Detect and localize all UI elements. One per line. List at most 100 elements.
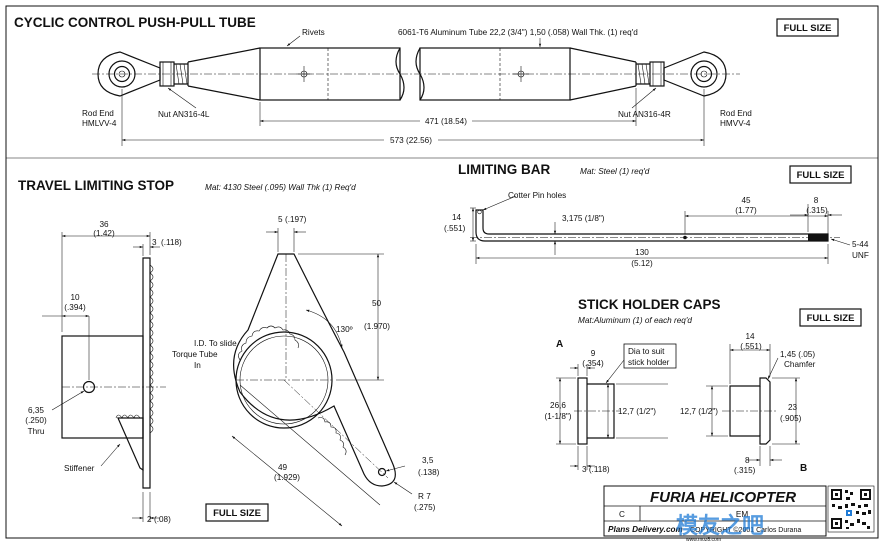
dim-r7: R 7 [418, 492, 431, 501]
stiffener [117, 417, 144, 472]
cap-b-dim-127: 12,7 (1/2") [680, 407, 718, 416]
cap-a-dim-9-in: (.354) [582, 359, 604, 368]
cap-b-dim-8: 8 [745, 456, 750, 465]
thread-label: 5-44 [852, 240, 869, 249]
dim-5: 5 [278, 215, 283, 224]
dim-10: 10 [70, 293, 80, 302]
nut-right-label: Nut AN316-4R [618, 110, 671, 119]
limiting-bar-section: LIMITING BAR Mat: Steel (1) req'd FULL S… [444, 162, 869, 268]
cap-b-dim-145: 1,45 (.05) [780, 350, 815, 359]
caps-material: Mat:Aluminum (1) of each req'd [578, 316, 692, 325]
cap-a-dim-9: 9 [591, 349, 596, 358]
caps-full-size-box [799, 308, 862, 327]
travel-stop-material: Mat: 4130 Steel (.095) Wall Thk (1) Req'… [205, 183, 356, 192]
id-label-1: I.D. To slide [194, 339, 237, 348]
dim-471: 471 (18.54) [425, 117, 467, 126]
title-block: FURIA HELICOPTER C EM Plans Delivery.com… [603, 485, 827, 543]
push-pull-title: CYCLIC CONTROL PUSH-PULL TUBE [14, 15, 256, 30]
dim-2: 2 [147, 515, 152, 524]
dim-2-in: (.08) [154, 515, 171, 524]
cotter-pin-label: Cotter Pin holes [508, 191, 566, 200]
cap-a-dim-127: 12,7 (1/2") [618, 407, 656, 416]
travel-stop-side-view [61, 257, 166, 489]
limiting-bar-title: LIMITING BAR [458, 162, 550, 177]
id-label-2: Torque Tube [172, 350, 218, 359]
dim-50-in: (1.970) [364, 322, 390, 331]
dim-36: 36 [99, 220, 109, 229]
travel-stop-full-size-label: FULL SIZE [213, 508, 261, 519]
dim-14-bar-in: (.551) [444, 224, 466, 233]
watermark-url: www.moz8.com [686, 537, 721, 543]
limiting-bar-rod [475, 209, 829, 242]
angle-130: 130º [336, 325, 353, 334]
travel-stop-section: TRAVEL LIMITING STOP Mat: 4130 Steel (.0… [18, 178, 440, 527]
cap-a [574, 377, 620, 445]
stiffener-label: Stiffener [64, 464, 95, 473]
cap-b-dim-14: 14 [745, 332, 755, 341]
dim-14-bar: 14 [452, 213, 462, 222]
thru-label: Thru [28, 427, 45, 436]
dim-36-in: (1.42) [93, 229, 115, 238]
cap-a-dim-3: 3 (.118) [582, 465, 610, 474]
limiting-bar-material: Mat: Steel (1) req'd [580, 167, 650, 176]
title-block-frame [603, 485, 827, 537]
rod-end-left-label: Rod End [82, 109, 114, 118]
cap-b-dim-8-in: (.315) [734, 466, 756, 475]
limiting-bar-full-size-label: FULL SIZE [797, 170, 845, 181]
travel-stop-full-size-box [205, 503, 269, 522]
cap-a-dim-266: 26,6 [550, 401, 566, 410]
tube-spec-label: 6061-T6 Aluminum Tube 22,2 (3/4") 1,50 (… [398, 28, 638, 37]
dia-label-2: stick holder [628, 358, 670, 367]
dim-3-in: (.118) [161, 238, 182, 247]
dim-130-in: (5.12) [631, 259, 653, 268]
chamfer-label: Chamfer [784, 360, 816, 369]
dim-35-in: (.138) [418, 468, 440, 477]
dim-10-in: (.394) [64, 303, 86, 312]
cap-a-dim-266-in: (1-1/8") [544, 412, 571, 421]
dim-49: 49 [278, 463, 288, 472]
travel-stop-front-view [233, 253, 396, 487]
dim-130: 130 [635, 248, 649, 257]
cap-b-label: B [800, 463, 807, 474]
brand-logo: FURIA HELICOPTER [650, 489, 796, 506]
dim-8-bar-in: (.315) [806, 206, 828, 215]
rod-end-right-pn: HMVV-4 [720, 119, 751, 128]
limiting-bar-full-size-box [789, 165, 852, 184]
dim-8-bar: 8 [814, 196, 819, 205]
watermark-text: 模友之吧 [676, 513, 764, 538]
cap-b-dim-14-in: (.551) [740, 342, 762, 351]
thread-label-2: UNF [852, 251, 869, 260]
dim-35: 3,5 [422, 456, 434, 465]
rod-end-left [97, 51, 188, 97]
plans-delivery-label: Plans Delivery.com [608, 525, 683, 534]
push-pull-full-size-label: FULL SIZE [784, 23, 832, 34]
cap-b [722, 377, 778, 445]
nut-left-label: Nut AN316-4L [158, 110, 210, 119]
dim-635: 6,35 [28, 406, 44, 415]
copyright-label: COPYRIGHT ©2001 Carlos Durana [690, 526, 801, 534]
dim-49-in: (1.929) [274, 473, 300, 482]
dim-r7-in: (.275) [414, 503, 436, 512]
rod-end-right-label: Rod End [720, 109, 752, 118]
caps-title: STICK HOLDER CAPS [578, 297, 721, 312]
qr-code-icon [827, 485, 875, 533]
cap-b-dim-23: 23 [788, 403, 798, 412]
title-block-row: C [619, 510, 625, 519]
dim-50: 50 [372, 299, 382, 308]
travel-stop-title: TRAVEL LIMITING STOP [18, 178, 174, 193]
dim-635-in: (.250) [25, 416, 47, 425]
title-block-row-2: EM [736, 510, 748, 519]
dim-3175: 3,175 (1/8") [562, 214, 605, 223]
cap-b-dim-23-in: (.905) [780, 414, 802, 423]
dim-45-in: (1.77) [735, 206, 757, 215]
rod-end-left-pn: HMLVV-4 [82, 119, 117, 128]
rivets-label: Rivets [302, 28, 325, 37]
push-pull-tube-section: CYCLIC CONTROL PUSH-PULL TUBE FULL SIZE [14, 15, 839, 146]
dim-3: 3 [152, 238, 157, 247]
caps-full-size-label: FULL SIZE [807, 313, 855, 324]
dia-label-1: Dia to suit [628, 347, 665, 356]
caps-section: STICK HOLDER CAPS Mat:Aluminum (1) of ea… [544, 297, 862, 475]
dim-45: 45 [741, 196, 751, 205]
dim-573: 573 (22.56) [390, 136, 432, 145]
